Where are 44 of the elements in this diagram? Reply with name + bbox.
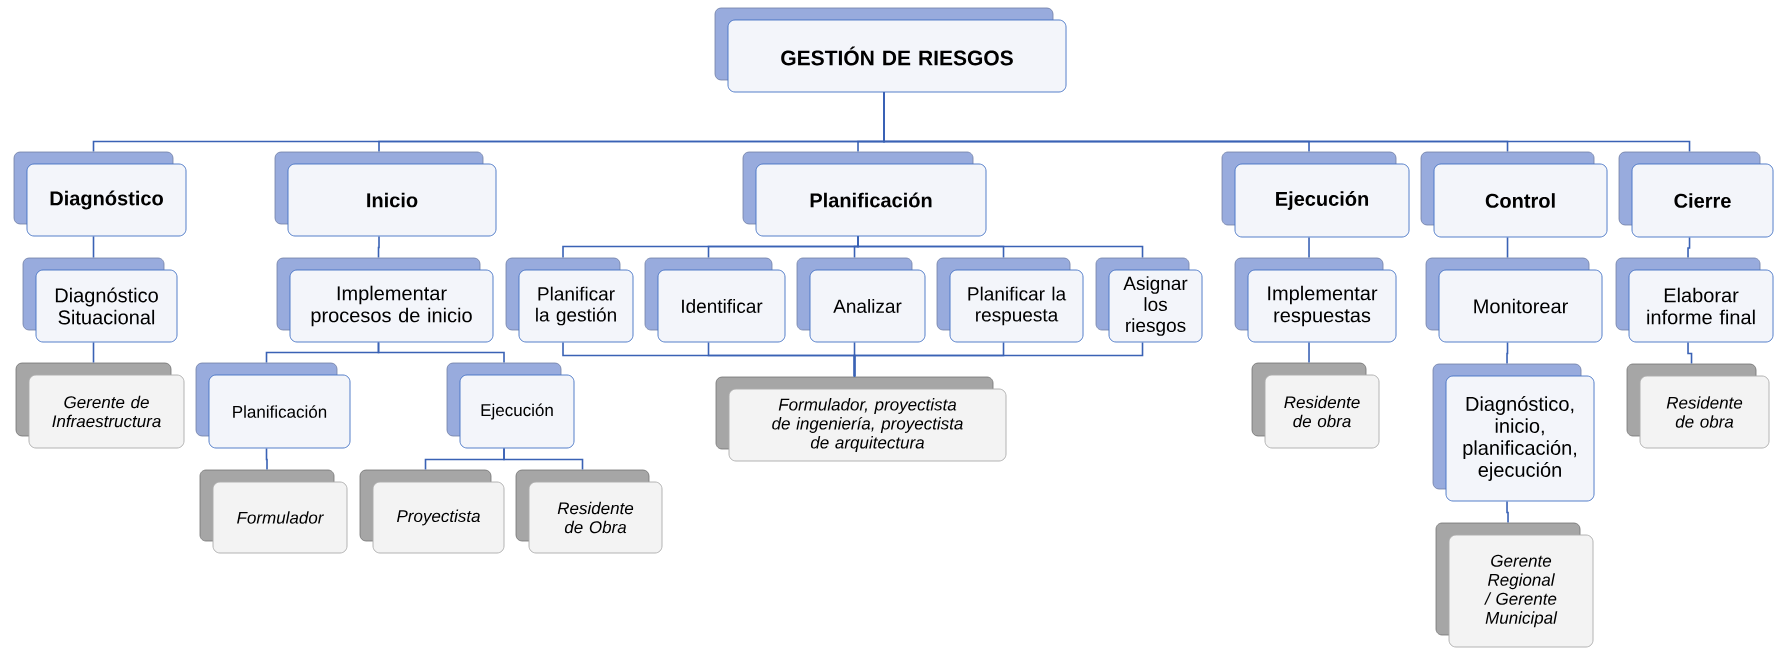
process-box: Analizar: [796, 257, 926, 343]
process-box: Cierre: [1618, 151, 1774, 238]
process-box: Implementar procesos de inicio: [276, 257, 494, 343]
connector-line: [1506, 500, 1509, 524]
process-box: Inicio: [274, 151, 497, 237]
role-box: Residente de obra: [1626, 363, 1770, 449]
process-box: Implementar respuestas: [1234, 257, 1397, 343]
connector-line: [92, 235, 95, 259]
role-box: Gerente de Infraestructura: [15, 362, 185, 449]
role-box: Gerente Regional / Gerente Municipal: [1435, 522, 1594, 648]
connector-line: [1308, 236, 1310, 259]
connector-line: [503, 447, 584, 471]
process-box: Diagnóstico, inicio, planificación, ejecución: [1432, 363, 1595, 502]
role-box: Formulador, proyectista de ingeniería, proyectista de arquitectura: [715, 376, 1007, 462]
process-box: Planificación: [195, 362, 351, 449]
connector-line: [1308, 341, 1310, 364]
process-box: Elaborar informe final: [1615, 257, 1774, 343]
process-box: Planificación: [742, 151, 987, 237]
process-box: Ejecución: [446, 362, 575, 449]
process-box: Planificar la gestión: [505, 257, 634, 343]
process-box: Control: [1420, 151, 1608, 238]
connector-line: [1687, 236, 1691, 259]
connector-line: [92, 341, 95, 364]
role-box: Residente de Obra: [515, 469, 663, 554]
process-box: Diagnóstico Situacional: [22, 257, 178, 343]
process-box: Diagnóstico: [13, 151, 187, 237]
process-box: GESTIÓN DE RIESGOS: [714, 7, 1067, 93]
process-box: Asignar los riesgos: [1095, 257, 1203, 343]
process-box: Monitorear: [1425, 257, 1603, 343]
connector-line: [377, 341, 505, 364]
role-box: Residente de obra: [1251, 362, 1380, 449]
role-box: Proyectista: [359, 469, 505, 554]
connector-line: [377, 235, 380, 259]
connector-line: [265, 447, 268, 471]
connector-line: [853, 341, 1144, 378]
role-box: Formulador: [199, 469, 348, 554]
connector-line: [1506, 341, 1509, 365]
connector-line: [1687, 341, 1693, 365]
process-box: Planificar la respuesta: [936, 257, 1084, 343]
connector-line: [857, 235, 1144, 259]
process-box: Identificar: [644, 257, 786, 343]
connector-line: [883, 91, 1691, 153]
process-box: Ejecución: [1221, 151, 1410, 238]
connector-line: [1506, 236, 1509, 259]
